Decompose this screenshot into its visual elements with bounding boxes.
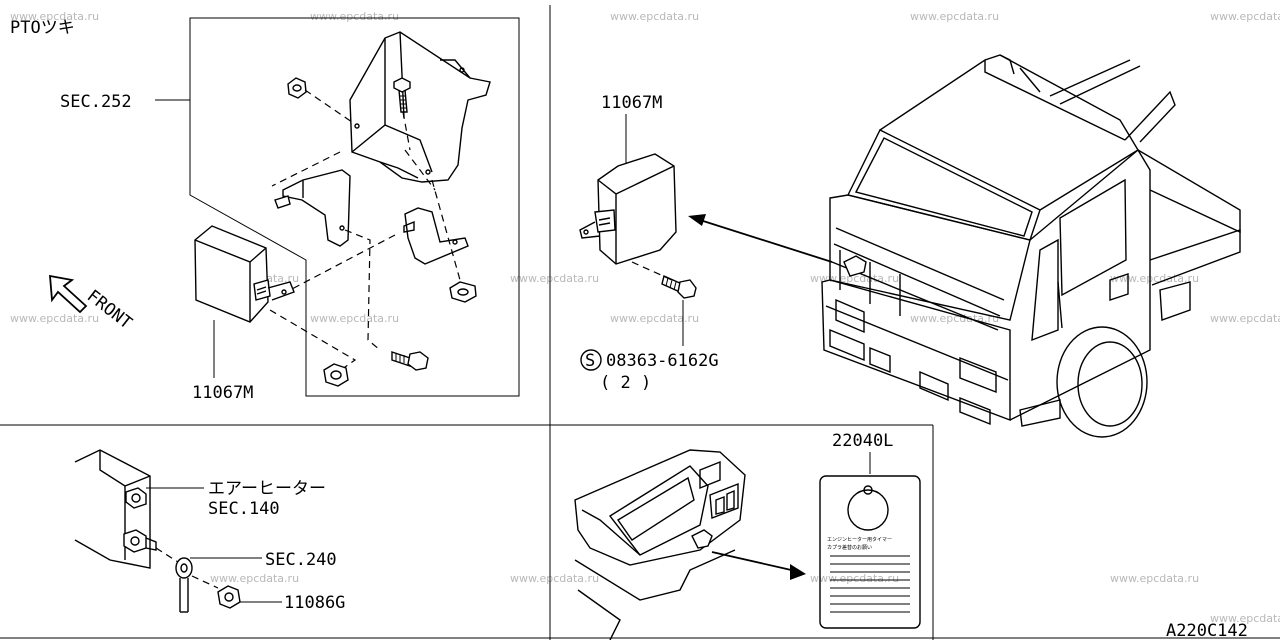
heater-nut-part-number: 11086G (284, 593, 345, 613)
location-arrow (688, 214, 833, 263)
bolt-bottom (391, 351, 429, 371)
watermark: www.epcdata.ru (310, 10, 399, 23)
timer-unit-cab (579, 153, 677, 265)
watermark: www.epcdata.ru (810, 572, 899, 585)
pto-option-label: PTOツキ (10, 18, 75, 38)
screw-symbol: S (580, 349, 602, 371)
nut-bottom (323, 363, 349, 387)
sec-252-label: SEC.252 (60, 92, 132, 112)
watermark: www.epcdata.ru (910, 10, 999, 23)
heater-nut (217, 585, 241, 609)
sec-240-label: SEC.240 (265, 550, 337, 570)
watermark-layer: www.epcdata.ru www.epcdata.ru www.epcdat… (10, 10, 1280, 625)
small-bracket (274, 169, 351, 247)
heater-body (74, 449, 151, 569)
watermark: www.epcdata.ru (1210, 612, 1280, 625)
screw-quantity: ( 2 ) (600, 373, 651, 393)
nut-top-left (287, 77, 307, 99)
assembly-line (304, 89, 353, 123)
grommet (449, 281, 477, 303)
assembly-line (155, 547, 179, 563)
bolt-top (393, 77, 411, 113)
figure-code: A220C142 (1166, 621, 1248, 640)
panel-pto: PTOツキ SEC.252 (10, 17, 520, 403)
watermark: www.epcdata.ru (1210, 10, 1280, 23)
heater-terminal-lower (123, 529, 157, 553)
panel-heater: エアーヒーター SEC.140 SEC.240 11086G (74, 449, 345, 613)
screw-part-number: 08363-6162G (606, 351, 719, 371)
front-label: FRONT (83, 286, 136, 333)
timer-unit-pto (194, 225, 295, 323)
watermark: www.epcdata.ru (10, 10, 99, 23)
watermark: www.epcdata.ru (1110, 572, 1199, 585)
pto-part-number: 11067M (192, 383, 253, 403)
heater-terminal-upper (125, 487, 147, 509)
label-part-number: 22040L (832, 431, 893, 451)
watermark: www.epcdata.ru (1210, 312, 1280, 325)
watermark: www.epcdata.ru (610, 10, 699, 23)
panel-dividers (0, 5, 1280, 640)
cab-screw (661, 275, 697, 299)
label-pointer-arrow (711, 551, 806, 580)
sec-140-label: SEC.140 (208, 499, 280, 519)
svg-text:S: S (585, 351, 595, 371)
cab-part-number: 11067M (601, 93, 662, 113)
mounting-bracket (349, 31, 491, 183)
side-plate (403, 207, 469, 265)
caution-text-line2: カプラ差替のお願い (827, 544, 872, 551)
timer-location-marker (843, 255, 867, 277)
watermark: www.epcdata.ru (510, 272, 599, 285)
watermark: www.epcdata.ru (510, 572, 599, 585)
inset-frame (189, 17, 520, 397)
ring-terminal (175, 557, 193, 613)
caution-text-line1: エンジンヒーター用タイマー (827, 536, 892, 543)
panel-label: 22040L エンジンヒーター用タイマー カプラ差替のお願い (574, 431, 921, 640)
watermark: www.epcdata.ru (310, 312, 399, 325)
truck-illustration (821, 54, 1241, 438)
watermark: www.epcdata.ru (210, 572, 299, 585)
watermark: www.epcdata.ru (610, 312, 699, 325)
watermark: www.epcdata.ru (10, 312, 99, 325)
panel-cab: 11067M S 08363-6162G ( 2 ) (579, 54, 1241, 438)
instrument-panel (574, 449, 746, 640)
watermark: www.epcdata.ru (810, 272, 899, 285)
air-heater-label: エアーヒーター (208, 479, 326, 499)
caution-label: エンジンヒーター用タイマー カプラ差替のお願い (819, 475, 921, 629)
